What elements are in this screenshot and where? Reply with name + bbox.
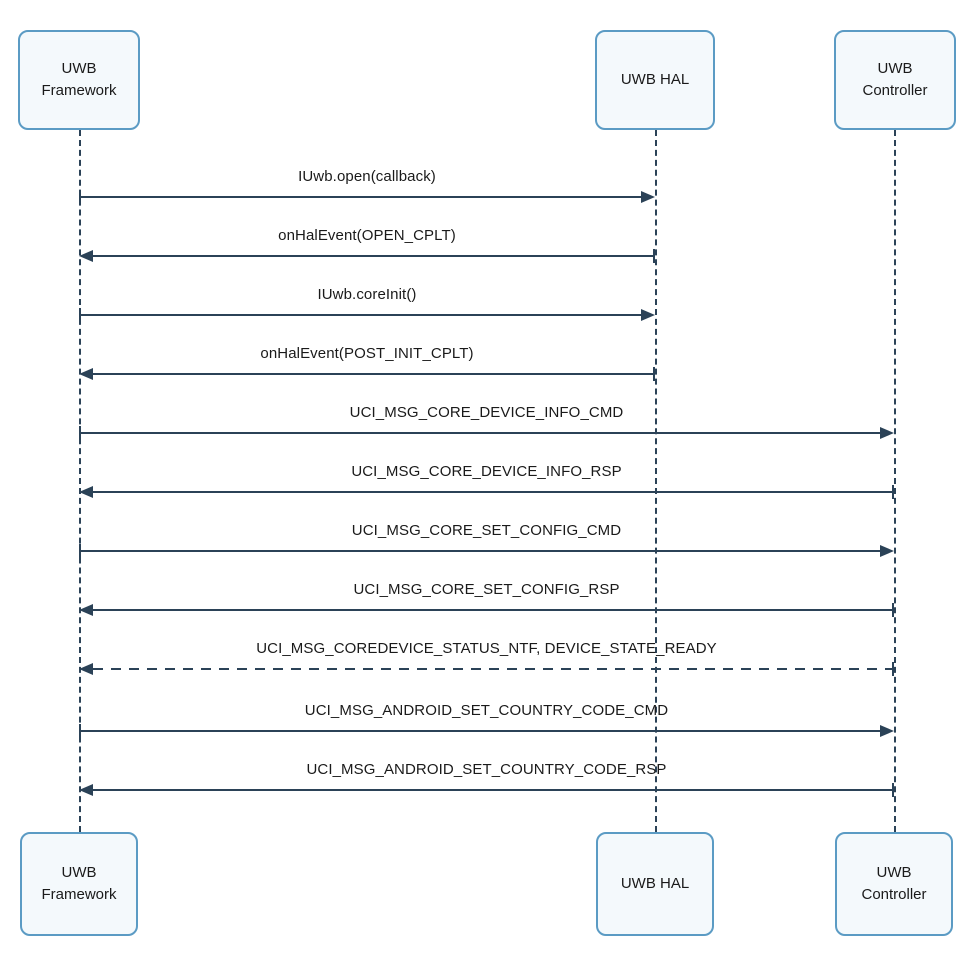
message-label: UCI_MSG_CORE_DEVICE_INFO_RSP	[351, 463, 622, 480]
message-arrow	[79, 308, 655, 322]
message-label: UCI_MSG_COREDEVICE_STATUS_NTF, DEVICE_ST…	[256, 640, 717, 657]
participant-label-framework-bottom: UWB Framework	[41, 864, 117, 903]
message-label: UCI_MSG_CORE_SET_CONFIG_CMD	[351, 522, 622, 539]
message-label: UCI_MSG_ANDROID_SET_COUNTRY_CODE_CMD	[304, 702, 669, 719]
message-label: IUwb.coreInit()	[317, 286, 417, 303]
participant-box-controller-top[interactable]: UWB Controller	[834, 30, 956, 130]
message-arrow	[79, 544, 894, 558]
message-label: UCI_MSG_CORE_SET_CONFIG_RSP	[353, 581, 620, 598]
message-label: IUwb.open(callback)	[298, 168, 436, 185]
participant-label-controller-top: UWB Controller	[862, 60, 928, 99]
participant-label-framework-top: UWB Framework	[41, 60, 117, 99]
lifeline-hal	[655, 130, 657, 832]
message-label: UCI_MSG_ANDROID_SET_COUNTRY_CODE_RSP	[306, 761, 667, 778]
lifeline-framework	[79, 130, 81, 832]
participant-box-framework-bottom[interactable]: UWB Framework	[20, 832, 138, 936]
message-label: onHalEvent(POST_INIT_CPLT)	[260, 345, 474, 362]
participant-label-hal-top: UWB HAL	[620, 71, 690, 89]
message-arrow	[79, 724, 894, 738]
participant-label-controller-bottom: UWB Controller	[861, 864, 927, 903]
participant-box-hal-top[interactable]: UWB HAL	[595, 30, 715, 130]
message-arrow	[79, 249, 655, 263]
participant-label-hal-bottom: UWB HAL	[620, 875, 690, 893]
message-arrow	[79, 426, 894, 440]
lifeline-controller	[894, 130, 896, 832]
participant-box-framework-top[interactable]: UWB Framework	[18, 30, 140, 130]
message-label: UCI_MSG_CORE_DEVICE_INFO_CMD	[349, 404, 624, 421]
message-arrow	[79, 662, 894, 676]
message-arrow	[79, 485, 894, 499]
message-label: onHalEvent(OPEN_CPLT)	[278, 227, 456, 244]
message-arrow	[79, 603, 894, 617]
participant-box-hal-bottom[interactable]: UWB HAL	[596, 832, 714, 936]
message-arrow	[79, 190, 655, 204]
message-arrow	[79, 783, 894, 797]
message-arrow	[79, 367, 655, 381]
participant-box-controller-bottom[interactable]: UWB Controller	[835, 832, 953, 936]
